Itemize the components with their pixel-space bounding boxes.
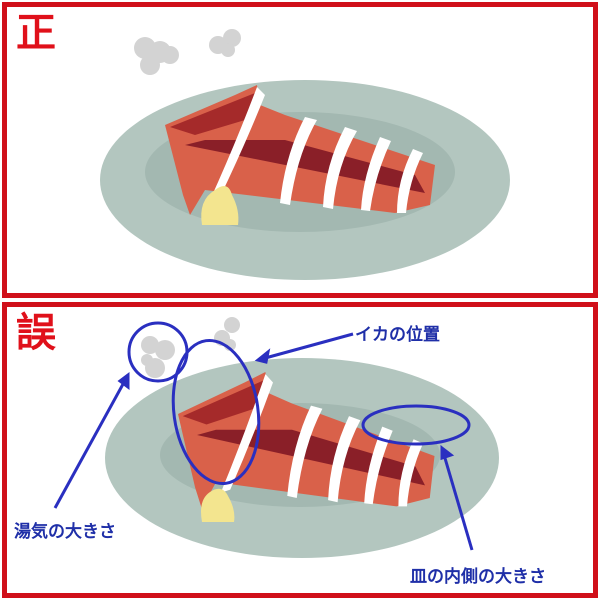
butter [201, 488, 235, 522]
wrong-panel: 誤 [2, 302, 598, 598]
wrong-scene [53, 317, 499, 558]
annotation-plate-inner-size: 皿の内側の大きさ [410, 567, 546, 587]
squid-circle [171, 338, 261, 486]
plate-inner-circle [361, 404, 471, 446]
correct-scene [100, 29, 510, 280]
butter [201, 186, 239, 225]
steam [141, 317, 240, 378]
correct-label: 正 [16, 9, 56, 56]
correct-panel: 正 [2, 2, 598, 298]
annotation-marks [53, 321, 474, 551]
steam [134, 29, 241, 75]
annotation-steam-size: 湯気の大きさ [14, 522, 116, 542]
wrong-label: 誤 [16, 309, 56, 356]
annotation-squid-position: イカの位置 [355, 325, 440, 345]
